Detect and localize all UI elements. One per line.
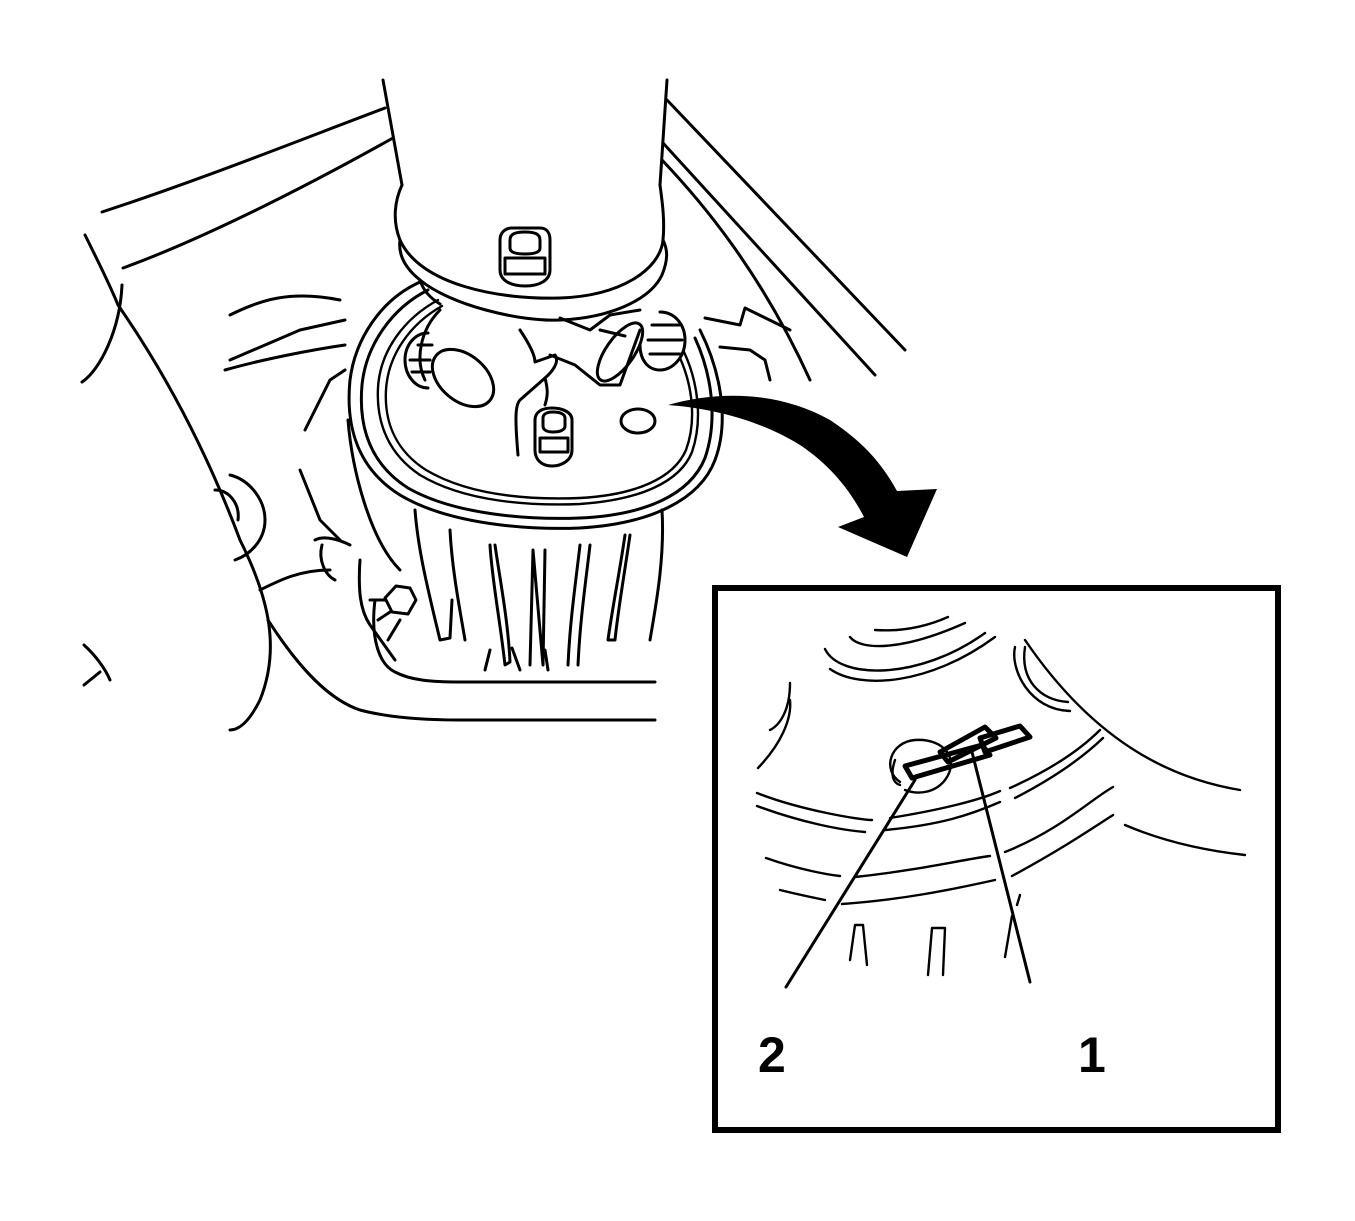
flange-bolt-bottom [533,406,574,468]
frame-left [80,106,395,732]
detail-inset [712,585,1281,1133]
vent-hole [619,407,657,435]
callout-label-2: 2 [758,1027,786,1083]
tag [902,723,1033,781]
frame-right [660,98,907,382]
housing-fins [346,418,664,672]
flange-bolt-right [638,310,687,372]
flange-bolt-top [498,226,552,288]
curved-arrow-icon [668,395,937,557]
housing-base [266,558,657,722]
flange-bolt-left [403,331,434,390]
main-drawing [80,78,937,732]
housing-rim [347,280,724,530]
propeller-shaft [381,78,669,322]
callout-label-1: 1 [1078,1027,1106,1083]
drain-plug [368,584,418,642]
leader-line-2 [784,778,917,989]
leader-line-1 [970,750,1032,984]
